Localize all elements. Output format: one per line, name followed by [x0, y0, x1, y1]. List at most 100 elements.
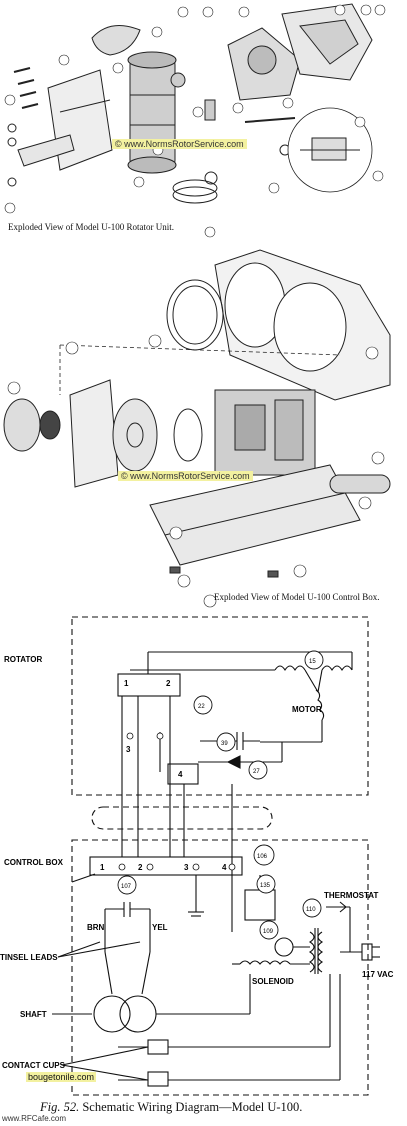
yel-label: YEL: [152, 923, 168, 932]
box-terminal-4: 4: [222, 863, 227, 872]
schematic-drawing: ROTATOR CONTROL BOX MOTOR THERMOSTAT TIN…: [0, 616, 394, 1096]
front-plate: [69, 379, 119, 488]
winding-c: [315, 689, 325, 721]
rfcafe-credit: www.RFCafe.com: [2, 1114, 67, 1123]
callout-13: [232, 102, 244, 114]
ring-gear: [172, 179, 218, 197]
rotator-exploded-view: © www.NormsRotorService.com Exploded Vie…: [0, 0, 407, 240]
box-terminal-1: 1: [100, 863, 105, 872]
contact-cup-2: [147, 1071, 169, 1087]
rotator-terminal-2: 2: [166, 679, 171, 688]
callout-14: [282, 97, 294, 109]
rotator-terminal-3: 3: [126, 745, 131, 754]
thermostat-label: THERMOSTAT: [324, 891, 378, 900]
winding-a: [274, 665, 306, 672]
motor-label: MOTOR: [292, 705, 322, 714]
middle-caption: Exploded View of Model U-100 Control Box…: [214, 592, 380, 602]
rotator-exploded-drawing: [4, 3, 386, 238]
control-box-exploded-drawing: [3, 249, 391, 608]
control-box-frame: [71, 839, 369, 1096]
control-terminal-strip: [89, 856, 243, 876]
callout-9: [112, 62, 124, 74]
callout-109: [169, 526, 183, 540]
callout-106: [371, 451, 385, 465]
solenoid-coil: [239, 960, 291, 965]
shaft-left: [93, 995, 131, 1033]
rotator-label: ROTATOR: [4, 655, 42, 664]
lamp-109: [274, 937, 294, 957]
control-box-label: CONTROL BOX: [4, 858, 64, 867]
vac-label: 117 VAC: [362, 970, 394, 979]
rotator-terminal-1: 1: [124, 679, 129, 688]
callout-108: [293, 564, 307, 578]
callout-6: [360, 4, 372, 16]
cover-bell: [91, 25, 141, 56]
shaft-right: [119, 995, 157, 1033]
shaft-stack: [129, 54, 176, 171]
rotator-terminal-4: 4: [178, 770, 183, 779]
callout-12: [192, 106, 204, 118]
callout-104: [177, 574, 191, 588]
callout-15: [268, 182, 280, 194]
box-terminal-3: 3: [184, 863, 189, 872]
part-15: 15: [309, 659, 316, 665]
callout-8: [151, 26, 163, 38]
brn-label: BRN: [87, 923, 105, 932]
callout-107: [358, 496, 372, 510]
callout-20: [133, 176, 145, 188]
top-watermark: © www.NormsRotorService.com: [112, 139, 247, 149]
callout-2: [177, 6, 189, 18]
callout-103: [7, 381, 21, 395]
part-135: 135: [260, 883, 271, 889]
knob: [3, 398, 41, 452]
control-box-exploded-view: © www.NormsRotorService.com Exploded Vie…: [0, 245, 407, 610]
part-27: 27: [253, 769, 260, 775]
figure-title: Schematic Wiring Diagram—Model U-100.: [82, 1100, 303, 1114]
transformer-primary: [308, 931, 315, 973]
part-106: 106: [257, 854, 268, 860]
callout-17: [354, 116, 366, 128]
callout-5: [334, 4, 346, 16]
bezel-ring: [166, 279, 224, 351]
part-22: 22: [198, 704, 205, 710]
callout-16: [204, 226, 216, 238]
gear: [173, 408, 203, 462]
callout-10: [4, 94, 16, 106]
callout-4: [238, 6, 250, 18]
dial-disk: [112, 398, 158, 472]
tinsel-leads-label: TINSEL LEADS: [0, 953, 58, 962]
schematic-wiring-diagram: ROTATOR CONTROL BOX MOTOR THERMOSTAT TIN…: [0, 612, 407, 1100]
callout-3: [202, 6, 214, 18]
callout-105: [203, 594, 217, 608]
cable-dashed: [91, 806, 273, 830]
figure-number: Fig. 52.: [40, 1100, 80, 1114]
part-39: 39: [221, 741, 228, 747]
part-135-box: [244, 889, 276, 921]
contact-cup-1: [147, 1039, 169, 1055]
part-110: 110: [306, 907, 316, 913]
part-109: 109: [263, 929, 274, 935]
contact-cups-label: CONTACT CUPS: [2, 1061, 66, 1070]
callout-102: [65, 341, 79, 355]
callout-1: [58, 54, 70, 66]
callout-7: [374, 4, 386, 16]
box-terminal-2: 2: [138, 863, 143, 872]
callout-19: [4, 202, 16, 214]
winding-b: [321, 665, 353, 672]
tube: [329, 474, 391, 494]
shaft-label: SHAFT: [20, 1010, 47, 1019]
top-caption: Exploded View of Model U-100 Rotator Uni…: [8, 222, 175, 232]
solenoid-label: SOLENOID: [252, 977, 294, 986]
transformer-secondary: [317, 931, 324, 973]
callout-101: [365, 346, 379, 360]
chassis: [149, 464, 361, 566]
rotator-terminal-block: [117, 673, 181, 697]
middle-watermark: © www.NormsRotorService.com: [118, 471, 253, 481]
part-107: 107: [121, 884, 132, 890]
mast-clamp: [17, 134, 75, 167]
figure-caption: Fig. 52. Schematic Wiring Diagram—Model …: [40, 1100, 302, 1115]
terminal-4-block: [167, 763, 199, 785]
rotator-box: [71, 616, 369, 796]
callout-111: [148, 334, 162, 348]
bouge-watermark: bougetonile.com: [26, 1072, 97, 1082]
